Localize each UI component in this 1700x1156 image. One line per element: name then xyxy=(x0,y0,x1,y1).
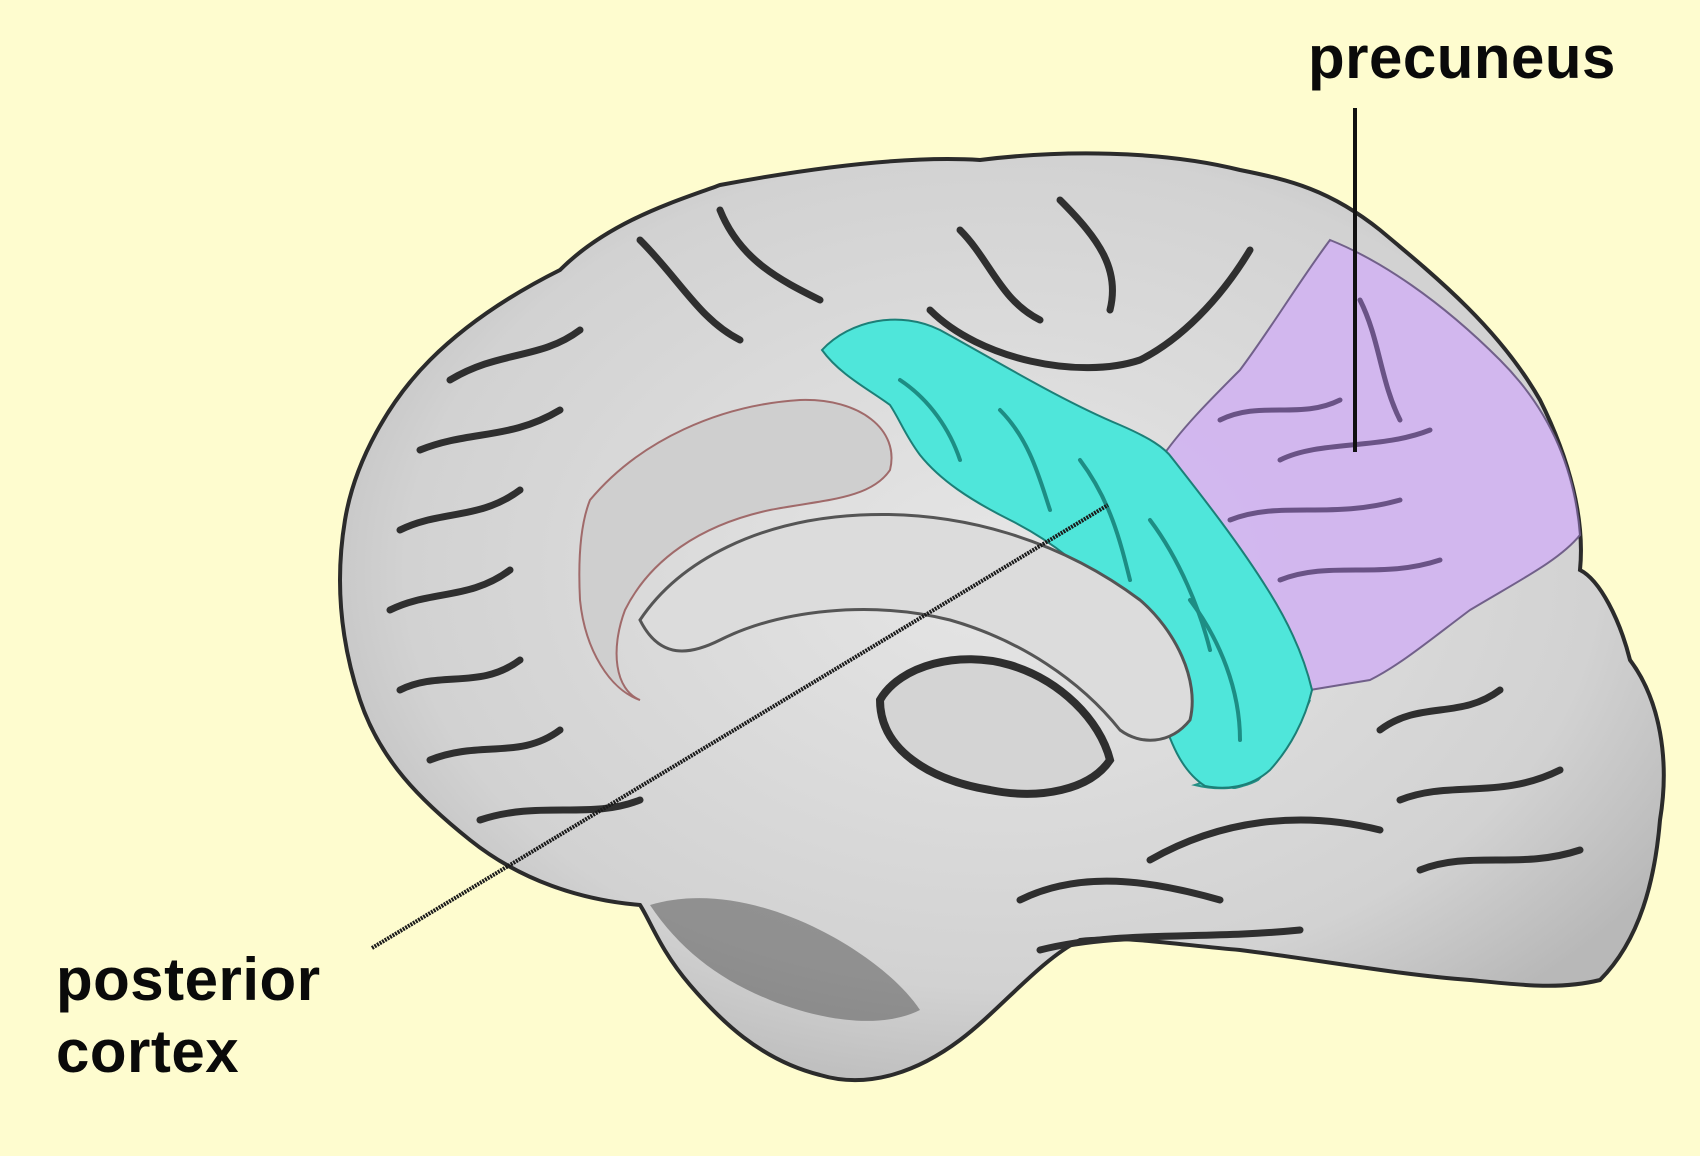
precuneus-sulci xyxy=(1217,297,1443,583)
posterior-cortex-label-line2: cortex xyxy=(56,1018,240,1085)
cingulate-inner-outline xyxy=(578,398,893,701)
sulci xyxy=(386,196,1584,954)
posterior-cortex-fill xyxy=(820,318,1314,789)
posterior-cortex-label-line1: posterior xyxy=(56,946,321,1013)
posterior-cortex-sulci xyxy=(898,378,1242,742)
corpus-callosum xyxy=(638,512,1194,742)
precuneus-region xyxy=(1158,238,1582,692)
posterior-cortex-label: posterior cortex xyxy=(56,944,321,1088)
thalamus xyxy=(875,655,1115,798)
posterior-cortex-leader-line xyxy=(370,503,1110,950)
brainstem-shadow xyxy=(650,898,920,1021)
precuneus-label: precuneus xyxy=(1308,24,1616,91)
